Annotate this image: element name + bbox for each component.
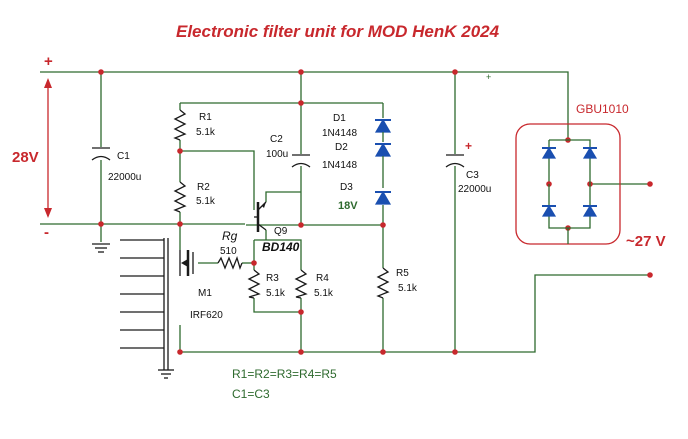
r2-value: 5.1k	[196, 196, 216, 207]
r2-ref: R2	[197, 182, 210, 193]
d3-ref: D3	[340, 182, 353, 193]
c2-value: 100u	[266, 149, 288, 160]
ground-symbol	[92, 243, 110, 253]
r1-ref: R1	[199, 112, 212, 123]
capacitor-c1: C1 22000u	[91, 147, 141, 183]
resistor-r5: R5 5.1k	[376, 267, 418, 299]
r5-ref: R5	[396, 268, 409, 279]
resistor-r1: R1 5.1k	[173, 109, 216, 141]
r3-ref: R3	[266, 273, 279, 284]
heatsink	[120, 238, 174, 379]
rectifier-plus: +	[486, 72, 491, 82]
schematic-title: Electronic filter unit for MOD HenK 2024	[176, 22, 500, 41]
resistor-r4: R4 5.1k	[294, 269, 334, 299]
c1-ref: C1	[117, 151, 130, 162]
c1-value: 22000u	[108, 172, 141, 183]
r1-value: 5.1k	[196, 127, 216, 138]
diode-d1: D1 1N4148	[322, 113, 392, 142]
d2-value: 1N4148	[322, 160, 357, 171]
c3-value: 22000u	[458, 184, 491, 195]
m1-ref: M1	[198, 288, 212, 299]
q9-value: BD140	[262, 240, 300, 254]
r5-value: 5.1k	[398, 283, 418, 294]
input-voltage-label: 28V	[12, 149, 39, 166]
input-terminals: + - 28V	[12, 53, 53, 241]
c3-ref: C3	[466, 170, 479, 181]
m1-value: IRF620	[190, 310, 223, 321]
d3-value: 18V	[338, 200, 358, 212]
rectifier-label: GBU1010	[576, 102, 629, 116]
r4-value: 5.1k	[314, 288, 334, 299]
note-resistors: R1=R2=R3=R4=R5	[232, 367, 337, 381]
capacitor-c2: C2 100u	[266, 134, 311, 168]
rg-ref: Rg	[222, 229, 238, 243]
r4-ref: R4	[316, 273, 329, 284]
junction-nodes	[98, 69, 653, 355]
r3-value: 5.1k	[266, 288, 286, 299]
resistor-r3: R3 5.1k	[247, 269, 286, 299]
input-plus-label: +	[44, 53, 53, 70]
d2-ref: D2	[335, 142, 348, 153]
input-minus-label: -	[44, 224, 49, 241]
rg-value: 510	[220, 246, 237, 257]
note-capacitors: C1=C3	[232, 387, 270, 401]
capacitor-c3: + C3 22000u	[445, 139, 491, 195]
resistor-rg: Rg 510	[217, 229, 243, 270]
mosfet-m1: M1 IRF620	[179, 250, 223, 321]
c3-plus: +	[465, 139, 472, 153]
bridge-rectifier: GBU1010 +	[486, 72, 629, 245]
q9-ref: Q9	[274, 226, 288, 237]
output-voltage-label: ~27 V	[626, 233, 666, 250]
transistor-q9: Q9 BD140	[254, 201, 300, 254]
zener-d3: D3 18V	[338, 182, 392, 212]
diode-d2: D2 1N4148	[322, 142, 392, 188]
d1-value: 1N4148	[322, 128, 357, 139]
c2-ref: C2	[270, 134, 283, 145]
resistor-r2: R2 5.1k	[173, 181, 216, 213]
d1-ref: D1	[333, 113, 346, 124]
